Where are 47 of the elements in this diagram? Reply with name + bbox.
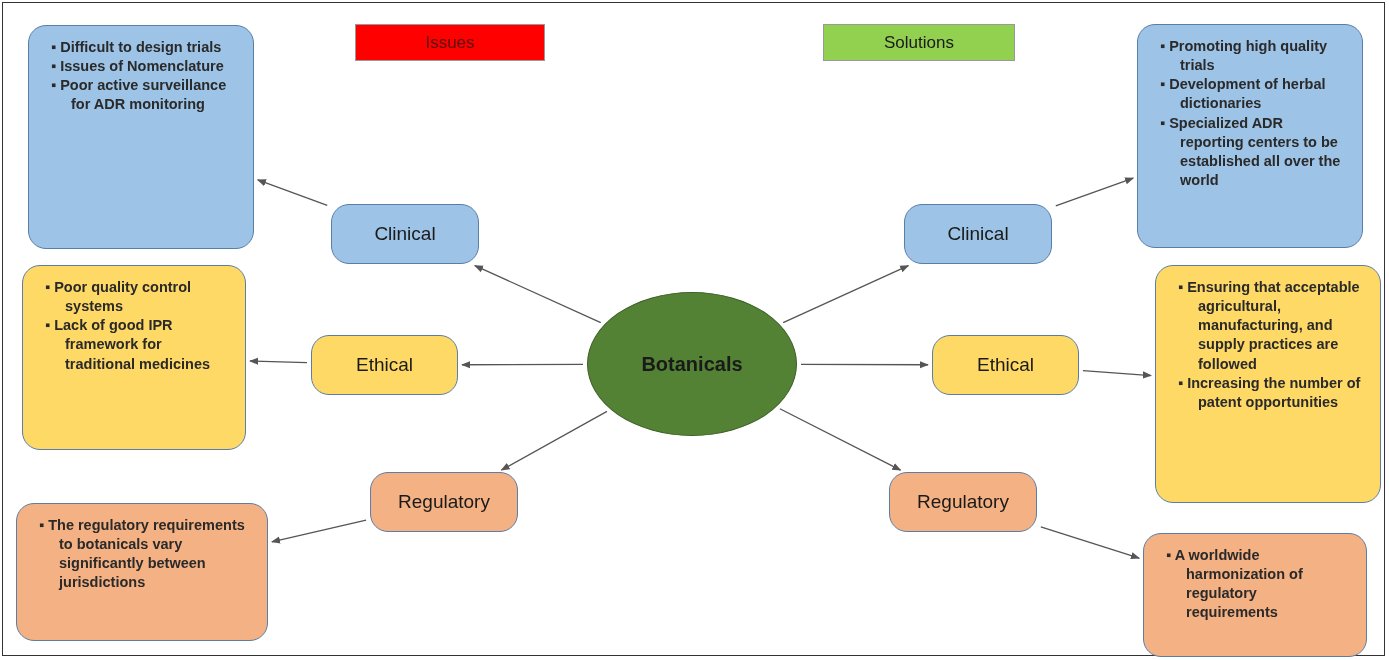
arrow [1055, 177, 1135, 207]
header-banner [355, 24, 545, 61]
category-box [311, 335, 458, 395]
header-label: Issues [425, 32, 475, 53]
bullet-item: ▪ Ensuring that acceptable agricultural, manufacturing, and supply practices are followed [1178, 278, 1361, 374]
bullet-item: ▪ Poor active surveillance for ADR monitoring [51, 76, 228, 115]
arrow [461, 361, 584, 369]
arrow [474, 265, 602, 324]
arrow [800, 361, 929, 369]
arrow [500, 410, 608, 471]
arrow [1040, 526, 1141, 560]
arrow [779, 408, 902, 471]
bullet-item: ▪ Poor quality control systems [45, 278, 193, 317]
arrow [271, 519, 367, 544]
issue-list-box [28, 25, 254, 249]
bullet-item: ▪ Development of herbal dictionaries [1160, 75, 1327, 114]
arrow [249, 357, 308, 365]
arrow [256, 179, 328, 207]
category-label: Regulatory [917, 491, 1009, 513]
bullet-item: ▪ Lack of good IPR framework for traditional medicines [45, 316, 212, 374]
bullet-item: ▪ Increasing the number of patent opportunities [1178, 373, 1362, 412]
issue-list-box [22, 265, 246, 450]
category-label: Clinical [947, 223, 1009, 245]
solution-list-box [1137, 24, 1363, 248]
bullet-item: ▪ The regulatory requirements to botanicals vary significantly between jurisdictions [39, 516, 246, 593]
category-label: Clinical [374, 223, 436, 245]
bullet-item: ▪ Promoting high quality trials [1160, 37, 1329, 76]
solution-list-box [1143, 533, 1367, 657]
category-box [904, 204, 1052, 264]
category-box [889, 472, 1037, 532]
category-box [370, 472, 518, 532]
arrow [782, 265, 910, 324]
bullet-item: ▪ A worldwide harmonization of regulatory requirements [1166, 546, 1304, 623]
category-box [932, 335, 1079, 395]
arrow [1082, 369, 1152, 379]
category-label: Ethical [977, 354, 1034, 376]
bullet-item: ▪ Specialized ADR reporting centers to be established all over the world [1160, 113, 1342, 190]
bullet-item: ▪ Difficult to design trials [51, 38, 223, 57]
bullet-item: ▪ Issues of Nomenclature [51, 57, 225, 77]
solution-list-box [1155, 265, 1381, 503]
category-label: Ethical [356, 354, 413, 376]
header-label: Solutions [884, 32, 954, 53]
header-banner [823, 24, 1015, 61]
center-label: Botanicals [641, 352, 743, 376]
category-box [331, 204, 479, 264]
category-label: Regulatory [398, 491, 490, 513]
issue-list-box [16, 503, 268, 641]
